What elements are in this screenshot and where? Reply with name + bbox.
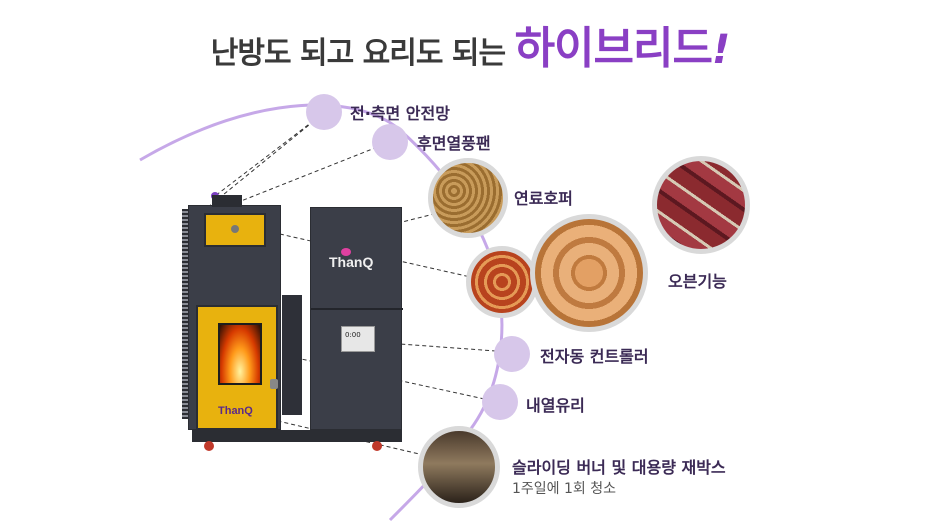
feature-rear-fan: 후면열풍팬 (417, 134, 491, 153)
fire-door: ThanQ (196, 305, 278, 430)
feature-fuel-hopper: 연료호퍼 (514, 189, 573, 208)
feature-auto-controller: 전자동 컨트롤러 (540, 347, 649, 366)
heart-icon (341, 248, 351, 256)
feature-sliding-burner-sub: 1주일에 1회 청소 (512, 481, 616, 497)
feature-bubble (494, 336, 530, 372)
feature-oven: 오븐기능 (668, 272, 727, 291)
door-handle (270, 379, 278, 389)
cabinet-brand-logo: ThanQ (329, 254, 374, 270)
feature-bubble (306, 94, 342, 130)
feature-front-side-guard: 전·측면 안전망 (350, 104, 450, 123)
feature-bubble (372, 124, 408, 160)
controller-display: 0:00 (345, 331, 361, 339)
sweet-potato-photo (652, 156, 750, 254)
fuel-hopper-photo (428, 158, 508, 238)
upper-hatch (204, 213, 266, 247)
right-cabinet: ThanQ 0:00 (310, 207, 403, 430)
feature-bubble (482, 384, 518, 420)
headline-exclamation: ! (711, 27, 730, 73)
eggs-photo (530, 214, 648, 332)
feature-sliding-burner: 슬라이딩 버너 및 대용량 재박스 (512, 458, 726, 477)
headline-prefix: 난방도 되고 요리도 되는 (210, 36, 506, 71)
page-headline: 난방도 되고 요리도 되는 하이브리드! (0, 12, 940, 76)
heat-resistant-glass (218, 323, 262, 385)
burner-photo (418, 426, 500, 508)
caster-wheel (372, 441, 382, 451)
auto-controller-panel: 0:00 (341, 326, 375, 352)
feature-heat-glass: 내열유리 (526, 396, 585, 415)
door-brand-logo: ThanQ (218, 405, 253, 417)
chestnut-photo (466, 246, 538, 318)
side-safety-grille (182, 209, 190, 419)
stove-base (192, 430, 402, 442)
stove-illustration: ThanQ ThanQ 0:00 (182, 195, 412, 455)
caster-wheel (204, 441, 214, 451)
chimney-cap (212, 195, 242, 207)
rear-duct (282, 295, 302, 415)
headline-accent: 하이브리드 (514, 23, 713, 74)
